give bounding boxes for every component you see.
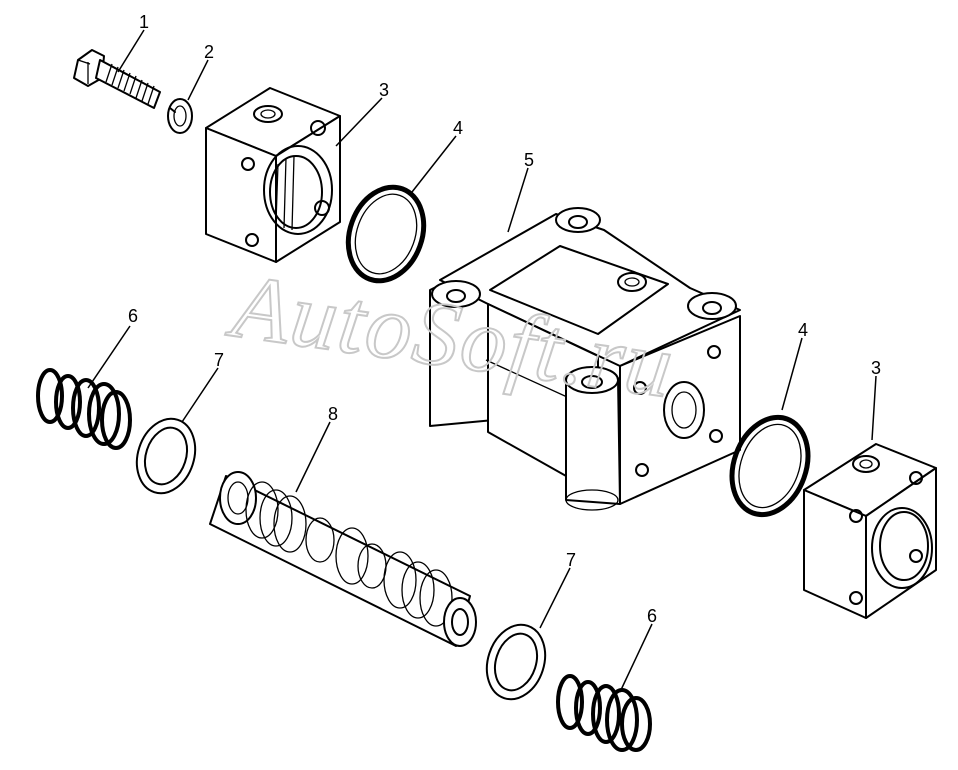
callout-3-right: 3 bbox=[871, 358, 881, 378]
part-3-flange-upper bbox=[205, 87, 341, 263]
part-8-spool bbox=[209, 471, 477, 647]
callout-4-right: 4 bbox=[798, 320, 808, 340]
part-4-o-ring-right bbox=[729, 414, 811, 518]
callout-1: 1 bbox=[139, 12, 149, 32]
callout-6-left: 6 bbox=[128, 306, 138, 326]
part-1-bolt bbox=[73, 49, 161, 109]
callout-2: 2 bbox=[204, 42, 214, 62]
part-6-spring-left bbox=[36, 368, 132, 450]
part-7-washer-right bbox=[485, 623, 547, 701]
callout-7-left: 7 bbox=[214, 350, 224, 370]
callout-4-upper: 4 bbox=[453, 118, 463, 138]
callout-8: 8 bbox=[328, 404, 338, 424]
part-5-valve-body bbox=[429, 207, 741, 511]
callouts: 1 2 3 4 5 4 3 6 7 8 7 6 bbox=[128, 12, 881, 626]
leader-lines bbox=[87, 29, 877, 693]
part-6-spring-right bbox=[556, 674, 652, 752]
part-2-lock-washer bbox=[167, 98, 193, 134]
callout-7-right: 7 bbox=[566, 550, 576, 570]
callout-6-right: 6 bbox=[647, 606, 657, 626]
part-4-o-ring-upper bbox=[345, 184, 427, 284]
part-3-flange-right bbox=[803, 443, 937, 619]
callout-5: 5 bbox=[524, 150, 534, 170]
part-7-washer-left bbox=[135, 417, 197, 495]
callout-3-upper: 3 bbox=[379, 80, 389, 100]
